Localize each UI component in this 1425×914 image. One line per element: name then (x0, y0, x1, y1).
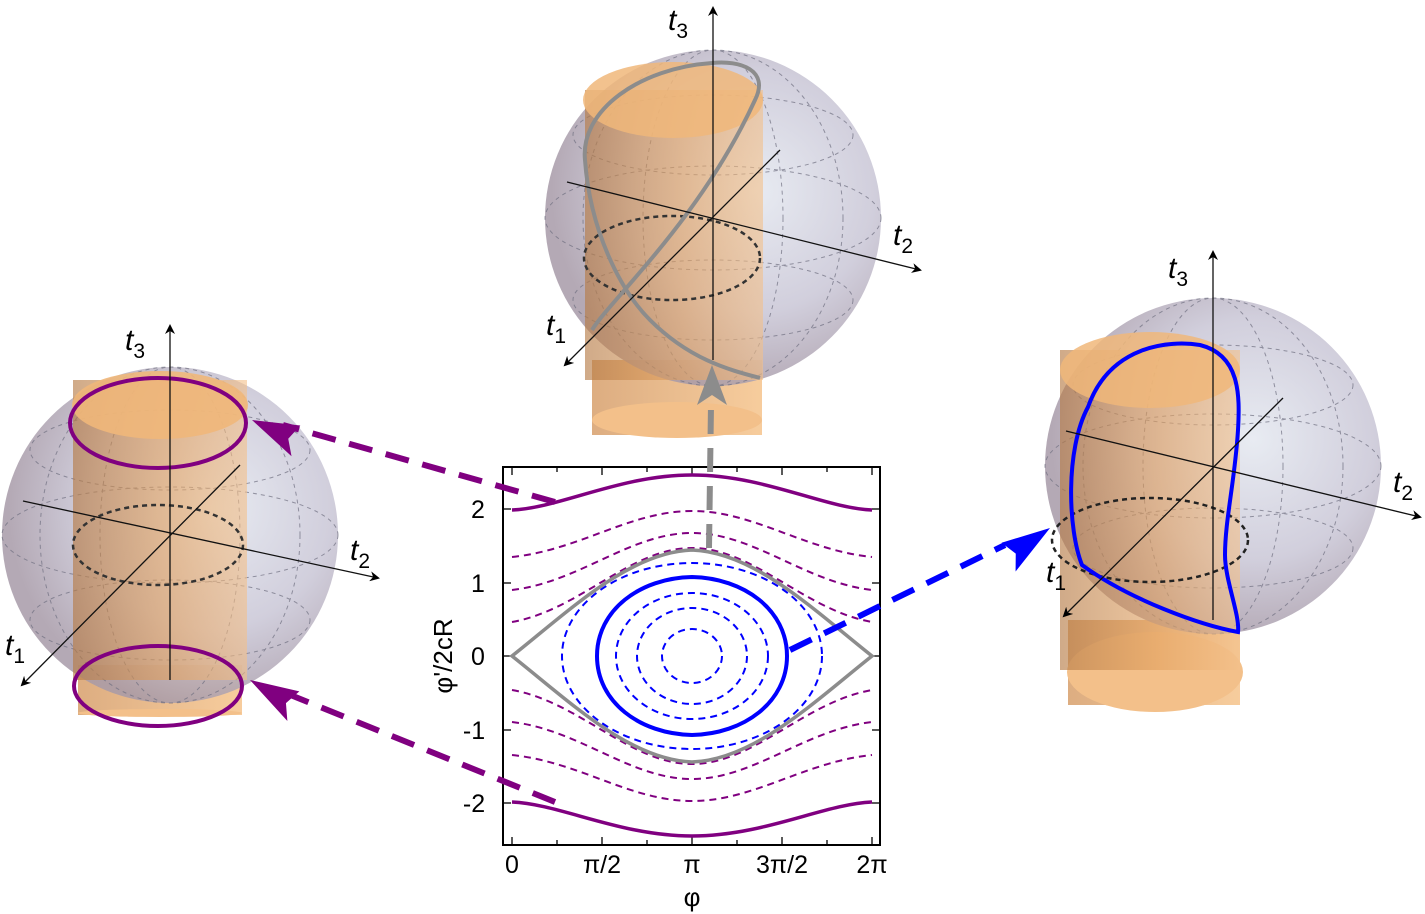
curve-blue-oscillation (594, 574, 790, 738)
axis-t2 (22, 500, 380, 582)
xtick-pi-half: π/2 (583, 851, 621, 879)
arrowhead-gray-up (697, 365, 727, 405)
ytick-0: 0 (471, 643, 485, 671)
xtick-0: 0 (505, 851, 519, 879)
right-sphere-panel: t3 t2 t1 (1044, 250, 1422, 712)
label-t3: t3 (1168, 252, 1188, 291)
axis-t1 (563, 149, 781, 367)
label-t2: t2 (893, 219, 913, 258)
ytick-1: 1 (471, 570, 485, 598)
inner-dashed-circle (582, 214, 762, 302)
arrow-blue-right (788, 542, 1007, 653)
label-t3: t3 (668, 4, 688, 43)
axis-t1 (20, 464, 241, 687)
cylinder-bottom-cap (78, 709, 242, 717)
curve-purple-lower (511, 800, 873, 838)
ytick-2: 2 (471, 496, 485, 524)
label-t1: t1 (546, 309, 566, 348)
connector-arrows (250, 365, 1050, 805)
inner-dashed-circle (1050, 496, 1250, 584)
axis-t2 (1065, 430, 1422, 520)
label-t1: t1 (1046, 556, 1066, 595)
ticks (503, 467, 880, 845)
cylinder-top-cap (1060, 332, 1240, 408)
ytick-neg1: -1 (463, 717, 485, 745)
xtick-2pi: 2π (856, 851, 887, 879)
arrowhead-blue-right (1001, 528, 1050, 572)
curve-gray-separatrix (509, 548, 875, 764)
label-t2: t2 (1393, 466, 1413, 505)
cylinder-top-cap (72, 371, 248, 439)
label-t2: t2 (350, 534, 370, 573)
xtick-3pi-half: 3π/2 (756, 851, 808, 879)
arrow-purple-lower (281, 689, 557, 805)
label-t1: t1 (5, 629, 25, 668)
arrow-purple-upper (282, 422, 556, 505)
curve-purple-upper (511, 473, 873, 512)
cylinder-top-cap (583, 62, 763, 138)
inner-dashed-circle (71, 503, 245, 587)
y-axis-label: φ'/2cR (428, 618, 458, 693)
curve-blue-dashed-1 (561, 562, 823, 750)
top-sphere-panel: t3 t2 t1 (544, 4, 922, 438)
left-sphere-panel: t3 t2 t1 (1, 324, 380, 728)
oscillation-loop-3d (1069, 341, 1241, 635)
separatrix-curve-3d (582, 60, 761, 380)
label-t3: t3 (125, 324, 145, 363)
x-axis-label: φ (684, 882, 701, 912)
trajectory-circle-bottom (72, 644, 244, 728)
arrowhead-purple-upper (252, 420, 301, 457)
axis-t1 (1062, 397, 1284, 618)
plot-frame (502, 466, 881, 846)
curves-purple-dashed (511, 509, 873, 803)
arrow-gray-up (706, 404, 714, 549)
trajectory-circle-top (68, 376, 248, 470)
axis-t2 (566, 181, 922, 273)
phase-portrait-plot: 2 1 0 -1 -2 0 π/2 π 3π/2 2π φ φ'/2cR (428, 466, 888, 912)
cylinder-bottom-cap (592, 402, 762, 438)
arrowhead-purple-lower (250, 680, 300, 721)
xtick-pi: π (683, 851, 700, 879)
curves-blue-dashed-inner (615, 592, 769, 720)
ytick-neg2: -2 (463, 790, 485, 818)
